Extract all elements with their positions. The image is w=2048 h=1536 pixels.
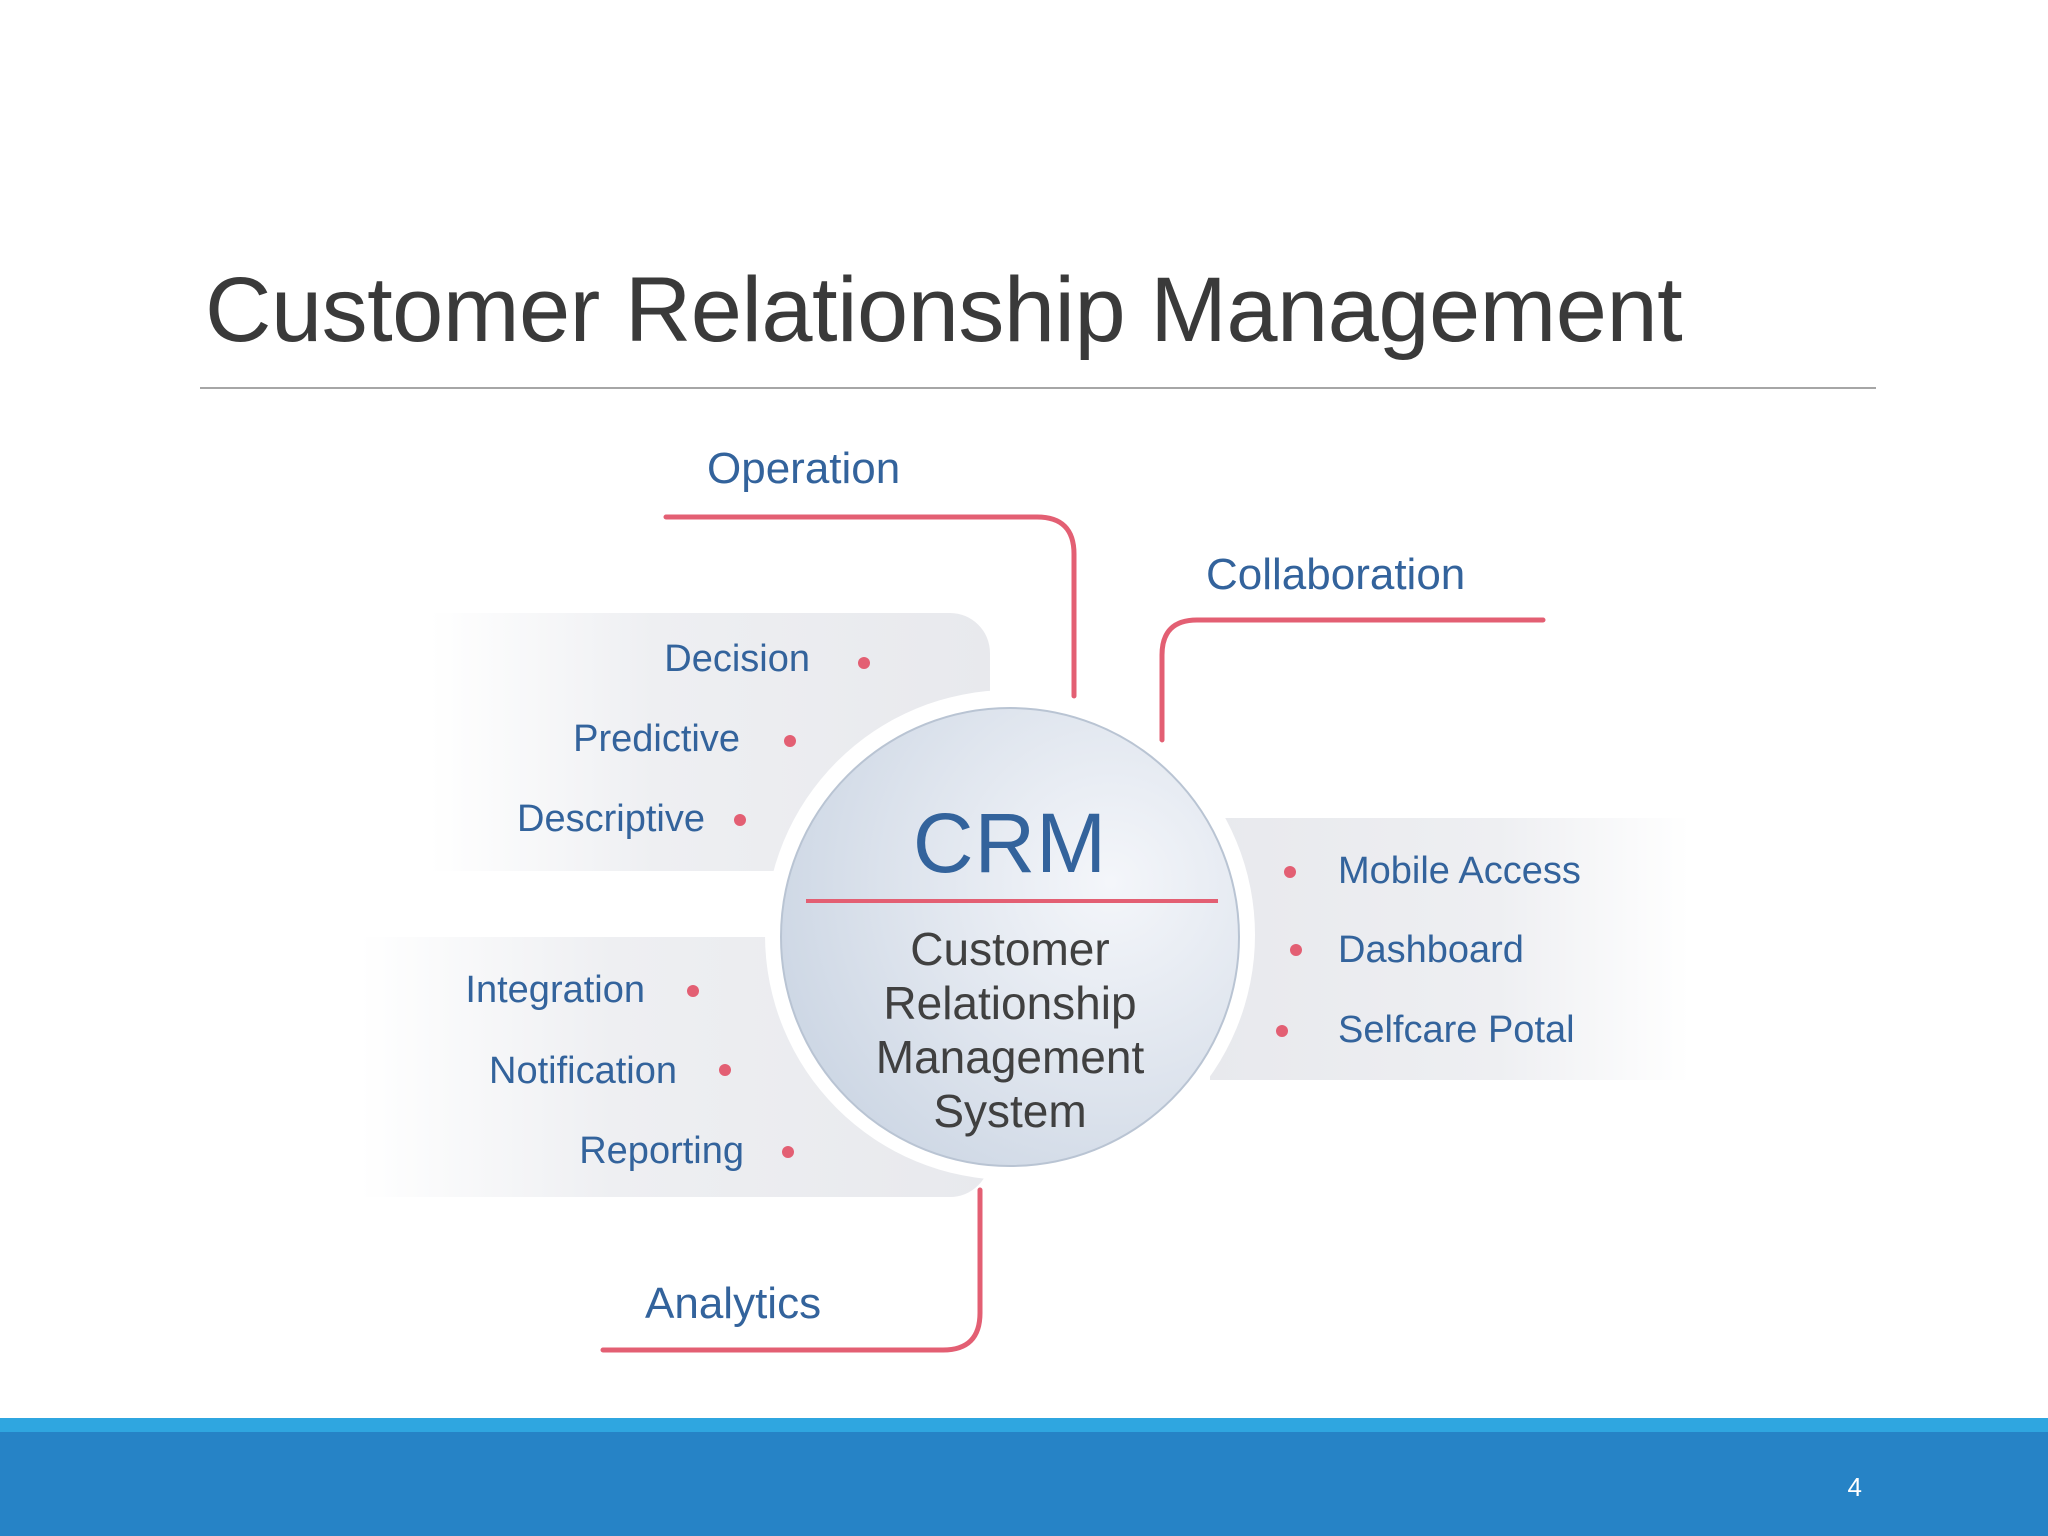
bullet-dot (784, 735, 796, 747)
page-number: 4 (1847, 1472, 1862, 1502)
bullet-dot (1284, 866, 1296, 878)
list-item: Predictive (460, 714, 740, 764)
crm-hub-divider (806, 899, 1218, 903)
category-operation: Operation (707, 444, 901, 493)
item-label-selfcare-potal: Selfcare Potal (1338, 1009, 1575, 1051)
crm-hub-name: Customer Relationship Management System (800, 922, 1220, 1138)
bullet-dot (687, 985, 699, 997)
analytics-connector (600, 1187, 983, 1353)
item-label-dashboard: Dashboard (1338, 929, 1524, 971)
list-item: Notification (420, 1046, 677, 1096)
bullet-dot (1290, 944, 1302, 956)
category-collaboration: Collaboration (1206, 550, 1466, 599)
list-item: Descriptive (420, 794, 705, 844)
hub-name-line: Customer (910, 923, 1110, 975)
item-label-notification: Notification (489, 1050, 677, 1092)
item-label-mobile-access: Mobile Access (1338, 850, 1581, 892)
list-item: Selfcare Potal (1338, 1005, 1668, 1055)
footer-accent-stripe (0, 1418, 2048, 1432)
item-label-decision: Decision (664, 638, 810, 680)
bullet-dot (734, 814, 746, 826)
slide-title: Customer Relationship Management (205, 259, 1683, 361)
item-label-predictive: Predictive (573, 718, 740, 760)
collaboration-connector (1159, 617, 1546, 743)
hub-name-line: Management (875, 1031, 1145, 1083)
list-item: Mobile Access (1338, 846, 1658, 896)
list-item: Integration (400, 965, 645, 1015)
bullet-dot (719, 1064, 731, 1076)
crm-hub-circle (780, 707, 1240, 1167)
footer-bar (0, 1432, 2048, 1536)
bullet-dot (782, 1146, 794, 1158)
crm-hub-abbreviation: CRM (912, 796, 1108, 890)
item-label-reporting: Reporting (579, 1130, 744, 1172)
category-analytics: Analytics (645, 1279, 822, 1328)
title-divider (200, 387, 1876, 389)
bullet-dot (858, 657, 870, 669)
operation-connector (663, 514, 1077, 699)
list-item: Reporting (500, 1126, 744, 1176)
hub-name-line: System (933, 1085, 1087, 1137)
item-label-integration: Integration (465, 969, 645, 1011)
list-item: Decision (540, 634, 810, 684)
hub-name-line: Relationship (883, 977, 1137, 1029)
item-label-descriptive: Descriptive (517, 798, 705, 840)
bullet-dot (1276, 1025, 1288, 1037)
list-item: Dashboard (1338, 925, 1638, 975)
